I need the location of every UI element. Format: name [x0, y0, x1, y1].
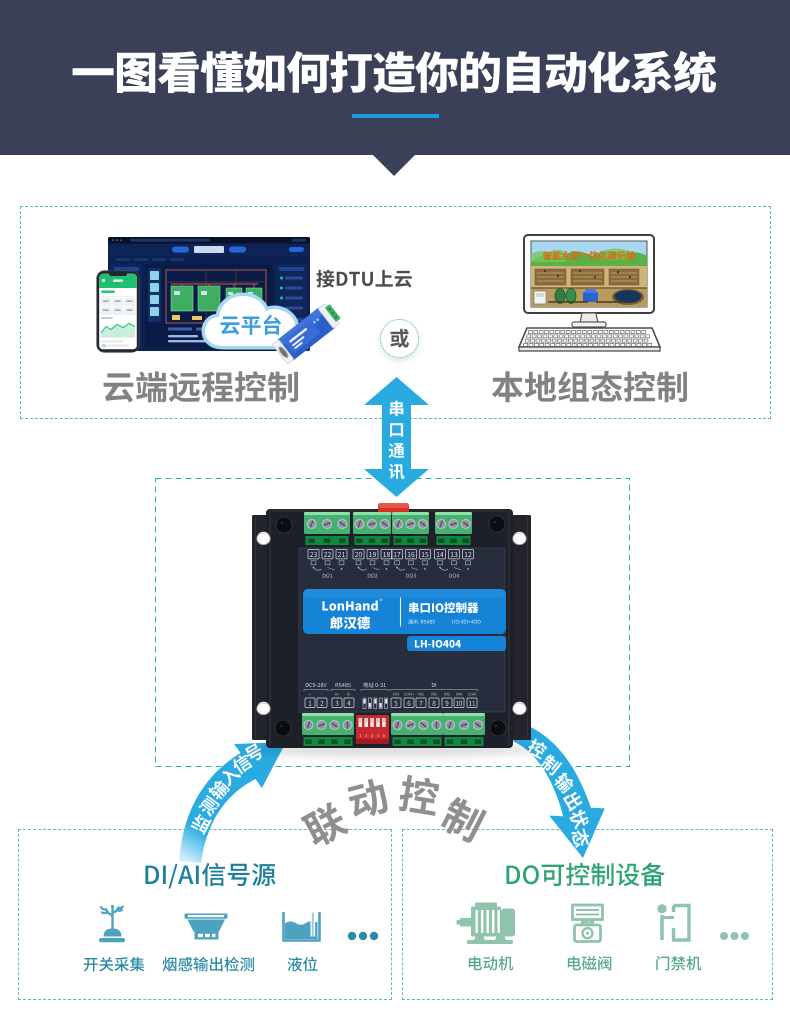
linkage-control-label — [300, 774, 487, 846]
controller-section-box — [155, 478, 630, 767]
do-icons-row: ... — [456, 902, 749, 944]
serial-comm-arrow-shape — [364, 377, 429, 497]
serial-comm-arrow: 串口通讯 — [363, 377, 430, 502]
local-computer: 智能水肥一体化演示器 — [512, 233, 664, 357]
mobile-app-phone — [96, 270, 140, 353]
cloud-icon — [201, 292, 300, 350]
di-item-label-0: 开关采集 — [83, 954, 145, 975]
page-title-glyphs — [72, 50, 717, 94]
solenoid-valve-icon — [571, 903, 604, 943]
di-box-title-glyphs — [145, 862, 276, 889]
di-item-label-0-glyphs — [83, 956, 145, 972]
dtu-note: 接DTU上云 — [316, 266, 413, 292]
header-pointer — [373, 155, 415, 176]
do-item-label-0-glyphs — [468, 956, 513, 971]
di-icons-row: ... — [99, 904, 379, 943]
cloud-caption-glyphs — [103, 370, 298, 403]
access-control-icon — [657, 903, 691, 942]
or-badge-glyphs — [390, 328, 409, 348]
do-item-label-2: 门禁机 — [655, 953, 702, 974]
do-item-label-1-glyphs — [567, 956, 612, 971]
control-output-arrow — [513, 722, 605, 858]
cloud-platform: 云平台 — [201, 282, 301, 358]
di-item-label-1: 烟感输出检测 — [162, 954, 255, 975]
do-item-label-1: 电磁阀 — [566, 953, 613, 974]
linkage-arrows: 监测输入信号 联动控制 控制输出状态 — [150, 722, 650, 879]
di-more-dots: ... — [347, 931, 379, 941]
di-item-label-1-glyphs — [162, 956, 254, 972]
di-item-label-2: 液位 — [287, 954, 318, 975]
di-item-label-2-glyphs — [287, 956, 317, 972]
io-controller-product: LH-IO404LonHand®郎汉德串口IO控制器通讯: RS485I/O:4… — [243, 496, 539, 766]
do-box-title-glyphs — [506, 862, 665, 887]
dtu-note-glyphs — [316, 269, 412, 288]
do-box-title: DO可控制设备 — [504, 858, 665, 893]
smoke-detector-icon — [184, 913, 228, 940]
do-item-label-0: 电动机 — [467, 953, 514, 974]
do-more-dots: ... — [720, 932, 749, 940]
title-underline — [352, 114, 439, 118]
page-title: 一图看懂如何打造你的自动化系统 — [71, 43, 717, 104]
or-badge: 或 — [380, 319, 419, 358]
dtu-device — [272, 304, 341, 364]
liquid-level-icon — [282, 912, 321, 942]
di-box-title: DI/AI信号源 — [143, 858, 276, 893]
switch-collect-icon — [99, 904, 125, 943]
local-caption: 本地组态控制 — [491, 365, 689, 411]
cloud-caption: 云端远程控制 — [102, 365, 300, 411]
local-caption-glyphs — [491, 370, 687, 402]
do-item-label-2-glyphs — [656, 956, 701, 971]
motor-icon — [456, 902, 515, 944]
